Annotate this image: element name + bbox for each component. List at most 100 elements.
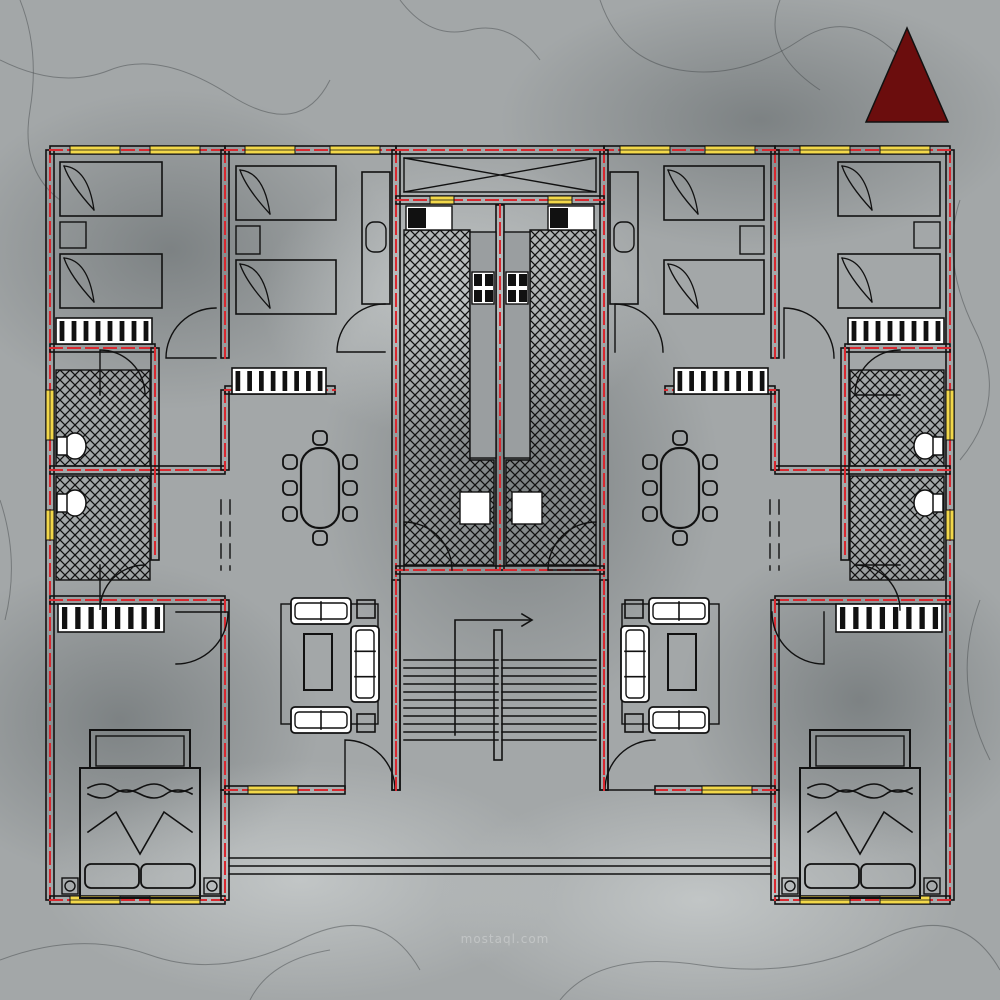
nightstand [203,877,221,895]
bed-icon [59,253,163,309]
blanket-fold [667,169,699,215]
dining-set [642,430,718,546]
hanger [71,321,77,341]
chair-icon [342,480,358,496]
door-swing-icon [547,521,597,571]
blanket-fold [63,165,95,211]
table-icon [299,446,341,530]
chair-icon [702,454,718,470]
balcony-rail [228,857,772,875]
wardrobe [673,367,769,395]
hanger [736,371,741,391]
blanket-fold [239,169,271,215]
hanger [906,607,912,629]
sofa-cushion [652,602,706,620]
door-swing-icon [614,303,664,353]
wardrobe-frame [847,317,945,345]
sofa-icon [648,597,710,625]
sink-basin [550,208,568,228]
nightstand [913,221,941,249]
nightstand [781,877,799,895]
bed-frame [837,161,941,217]
wardrobe-frame [55,317,153,345]
bed-icon [235,165,337,221]
wardrobe-frame [57,603,165,633]
hanger [88,607,94,629]
hanger [724,371,730,391]
hanger [95,321,101,341]
door-swing-icon [99,564,146,611]
door-swing-icon [175,611,229,665]
hanger [131,321,137,341]
blanket-fold [841,165,873,211]
blanket-fold [63,165,95,211]
wardrobe [835,603,943,633]
burner [508,290,516,302]
hanger [866,607,872,629]
hanger [128,607,134,629]
sofa-icon [290,706,352,734]
door-swing-icon [604,739,656,791]
living-set [620,597,720,734]
shaft-cross [403,157,597,193]
apartment-left [45,145,401,905]
sink-icon [365,221,387,253]
apartment-right [599,145,955,905]
blanket-wave [86,789,194,799]
kitchen-counter [469,231,497,459]
coffee-table [303,633,333,691]
chair-icon [282,480,298,496]
chair-icon [282,454,298,470]
wardrobe [231,367,327,395]
door-swing-icon [165,307,217,359]
pillow [804,863,860,889]
side-table [624,599,644,619]
bed-frame [59,253,163,309]
sofa-cushion [294,602,348,620]
sofa-body [620,625,650,703]
kitchen-floor [505,229,597,566]
stair-arrow-icon [454,619,531,736]
hanger [892,607,899,629]
bed-frame [663,165,765,221]
living-set [280,597,380,734]
door-swing-icon [854,349,901,396]
hanger [677,371,683,391]
pillow [140,863,196,889]
blanket-fold [841,165,873,211]
hanger [259,371,264,391]
side-table [624,713,644,733]
watermark-text: mostaql.com [460,932,550,946]
hanger [689,371,694,391]
door-swing-icon [344,739,396,791]
bed-frame [59,161,163,217]
hanger [235,371,241,391]
hanger [294,371,299,391]
fridge [459,491,491,525]
door-swing-icon [403,521,453,571]
hanger [851,321,857,341]
bed-frame [235,259,337,315]
hanger [923,321,929,341]
kitchen [403,205,497,566]
hanger [919,607,925,629]
nightstand [739,225,765,255]
hanger [853,607,859,629]
bed-icon [781,729,941,899]
north-arrow-icon [864,26,950,123]
toilet-icon [913,489,944,517]
bed-frame [235,165,337,221]
service-shaft [403,157,597,193]
wardrobe-frame [231,367,327,395]
toilet-tank [56,493,68,513]
wardrobe [57,603,165,633]
hanger [247,371,252,391]
sofa-cushion [652,711,706,729]
blanket-fold [841,257,873,303]
hanger [875,321,881,341]
chair-icon [702,480,718,496]
side-table [356,713,376,733]
hanger [879,607,886,629]
sofa-icon [350,625,380,703]
toilet-icon [56,432,87,460]
